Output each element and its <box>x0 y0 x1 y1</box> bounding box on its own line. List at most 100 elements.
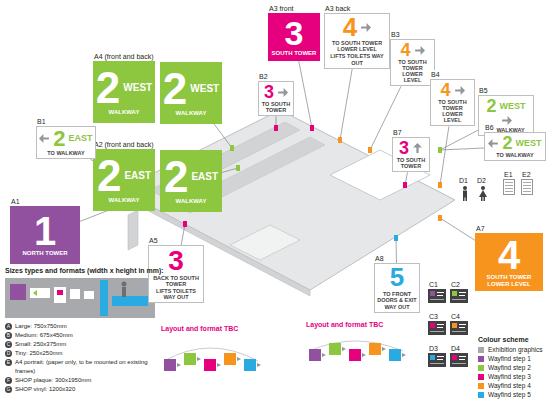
wayfinding-sign: B62WESTTO WALKWAY <box>484 123 546 161</box>
leader-line <box>214 124 232 148</box>
legend-row: Wayfind step 4 <box>478 381 543 390</box>
sign-face: 2EASTWALKWAY <box>160 150 222 212</box>
wayfinding-sign: Layout and format TBC <box>160 324 264 375</box>
sign-text: LIFTS TOILETS WAY OUT <box>151 288 201 300</box>
sign-code: Layout and format TBC <box>160 324 239 333</box>
size-text: Tiny: 250x250mm <box>15 349 62 358</box>
sign-code: B5 <box>478 86 489 95</box>
sign-code: A3 front <box>268 4 295 13</box>
wayfinding-sign: B44TO SOUTH TOWER LOWER LEVEL <box>430 70 475 126</box>
sign-text: TO SOUTH TOWER LOWER LEVEL <box>393 59 432 83</box>
sign-text: TO SOUTH TOWER <box>261 101 291 113</box>
sign-marker <box>230 145 234 151</box>
legend-row: Wayfind step 3 <box>478 372 543 381</box>
legend-text: Exhibition graphics <box>488 345 543 354</box>
legend: Colour schemeExhibition graphicsWayfind … <box>478 335 543 399</box>
sign-code: C4 <box>450 312 461 321</box>
sign-face: 2WESTTO WALKWAY <box>484 132 546 161</box>
direction-word: WEST <box>123 83 152 93</box>
step-number: 3 <box>399 140 409 156</box>
size-row: FSHOP plaque: 300x1950mm <box>5 376 155 385</box>
size-row: DTiny: 250x250mm <box>5 349 155 358</box>
wayfinding-sign: B34TO SOUTH TOWER LOWER LEVEL <box>390 30 435 86</box>
wayfinding-sign: B73TO SOUTH TOWER <box>392 128 430 172</box>
arrow-icon <box>39 133 50 144</box>
sign-code: D4 <box>450 344 461 353</box>
sign-text: TO SOUTH TOWER <box>395 157 427 169</box>
step-number: 4 <box>400 42 410 58</box>
legend-swatch <box>478 356 484 362</box>
sign-face <box>450 321 468 335</box>
step-number: 2 <box>486 98 496 114</box>
sign-face: 3TO SOUTH TOWER <box>392 137 430 172</box>
legend-title: Colour scheme <box>478 335 543 345</box>
sign-code: D3 <box>428 344 439 353</box>
legend-swatch <box>478 347 484 353</box>
step-number: 2 <box>53 129 65 149</box>
step-number: 1 <box>34 213 56 249</box>
sign-icon <box>450 289 468 303</box>
legend-row: Wayfind step 5 <box>478 390 543 399</box>
legend-text: Wayfind step 5 <box>488 390 531 399</box>
direction-word: EAST <box>191 172 218 182</box>
size-text: Large: 750x750mm <box>15 322 67 331</box>
wayfinding-sign: C2 <box>450 280 468 303</box>
wayfinding-sign: A85TO FRONT DOORS & EXITWAY OUT <box>374 254 420 313</box>
bullet-letter: E <box>5 359 12 366</box>
sign-code: A4 (front and back) <box>93 52 155 61</box>
wayfinding-sign: 2WESTWALKWAY <box>160 62 222 124</box>
sign-face <box>428 353 446 367</box>
arrow-icon <box>360 22 371 33</box>
size-text: SHOP plaque: 300x1950mm <box>15 376 91 385</box>
sign-icon <box>428 321 446 335</box>
bullet-letter: G <box>5 386 12 393</box>
bullet-letter: D <box>5 350 12 357</box>
legend-swatch <box>478 383 484 389</box>
wayfinding-sign: A74SOUTH TOWER LOWER LEVEL <box>475 224 543 291</box>
direction-word: EAST <box>69 134 93 143</box>
sign-face: 2EASTTO WALKWAY <box>36 126 96 159</box>
sign-icon <box>476 185 490 201</box>
sign-face: 3SOUTH TOWER <box>268 13 320 61</box>
sign-face <box>305 329 409 365</box>
sign-face: 4TO SOUTH TOWER LOWER LEVELLIFTS TOILETS… <box>324 13 390 69</box>
sign-face <box>428 289 446 303</box>
sign-icon <box>521 179 533 195</box>
legend-swatch <box>478 365 484 371</box>
size-text: A4 portrait: (paper only, to be mounted … <box>15 358 155 376</box>
sign-code: E1 <box>503 170 514 179</box>
sign-face <box>476 185 490 201</box>
sign-face <box>458 185 472 201</box>
step-number: 3 <box>264 84 274 100</box>
leader-line <box>222 168 238 172</box>
sign-marker <box>236 165 240 171</box>
sign-marker <box>394 235 398 241</box>
step-number: 2 <box>164 157 188 197</box>
leader-line <box>440 130 478 150</box>
bullet-letter: C <box>5 341 12 348</box>
sign-text: TO SOUTH TOWER LOWER LEVEL <box>433 99 472 123</box>
sign-text: LIFTS TOILETS WAY OUT <box>327 53 387 65</box>
wayfinding-sign: A3 back4TO SOUTH TOWER LOWER LEVELLIFTS … <box>324 4 390 69</box>
sign-code: A3 back <box>324 4 351 13</box>
direction-word: WEST <box>190 84 219 94</box>
sign-face <box>450 289 468 303</box>
step-number: 4 <box>498 237 520 273</box>
sign-code: A7 <box>475 224 486 233</box>
size-row: EA4 portrait: (paper only, to be mounted… <box>5 358 155 376</box>
arrow-icon <box>412 143 423 154</box>
sign-marker <box>183 221 187 227</box>
sign-face: 2EASTWALKWAY <box>93 149 155 211</box>
sign-code: Layout and format TBC <box>305 320 384 329</box>
sign-icon <box>450 353 468 367</box>
sign-code: C1 <box>428 280 439 289</box>
wayfinding-sign: C1 <box>428 280 446 303</box>
arrow-icon <box>501 115 512 126</box>
size-row: BMedium: 675x450mm <box>5 331 155 340</box>
direction-word: WEST <box>516 139 542 148</box>
sign-text: SOUTH TOWER <box>270 50 318 57</box>
step-number: 3 <box>285 18 304 49</box>
sign-icon <box>428 353 446 367</box>
sign-marker <box>438 147 442 153</box>
legend-text: Wayfind step 3 <box>488 372 531 381</box>
